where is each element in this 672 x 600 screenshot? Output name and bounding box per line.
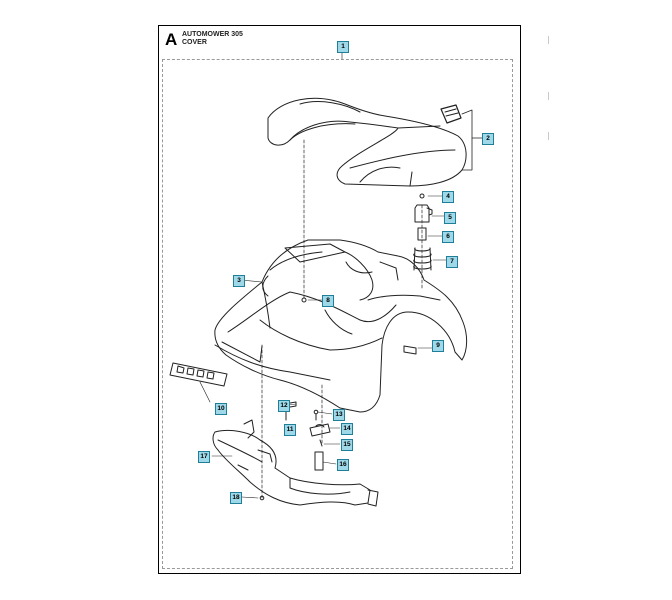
callout-11: 11 — [284, 424, 296, 436]
title-subassembly: COVER — [182, 39, 207, 46]
callout-17: 17 — [198, 451, 210, 463]
diagram-frame — [158, 25, 521, 574]
callout-5: 5 — [444, 212, 456, 224]
label-plate-part — [169, 362, 228, 387]
callout-7: 7 — [446, 256, 458, 268]
callout-10: 10 — [215, 403, 227, 415]
callout-8: 8 — [322, 295, 334, 307]
margin-tick — [548, 36, 549, 44]
callout-13: 13 — [333, 409, 345, 421]
title-model: AUTOMOWER 305 — [182, 31, 243, 38]
callout-18: 18 — [230, 492, 242, 504]
callout-15: 15 — [341, 439, 353, 451]
callout-9: 9 — [432, 340, 444, 352]
callout-2: 2 — [482, 133, 494, 145]
callout-1: 1 — [337, 41, 349, 53]
main-body-part — [214, 239, 468, 413]
top-hood-part — [267, 97, 467, 187]
diagram-title: AUTOMOWER 305 COVER — [182, 31, 243, 47]
callout-6: 6 — [442, 231, 454, 243]
callout-3: 3 — [233, 275, 245, 287]
callout-4: 4 — [442, 191, 454, 203]
callout-14: 14 — [341, 423, 353, 435]
mounting-small-parts — [283, 401, 331, 471]
diagram-inner-border — [162, 59, 513, 569]
margin-tick — [548, 132, 549, 140]
height-adjust-parts — [413, 193, 433, 271]
lower-chassis-part — [212, 419, 379, 507]
callout-12: 12 — [278, 400, 290, 412]
margin-tick — [548, 92, 549, 100]
section-letter: A — [165, 30, 178, 49]
callout-16: 16 — [337, 459, 349, 471]
